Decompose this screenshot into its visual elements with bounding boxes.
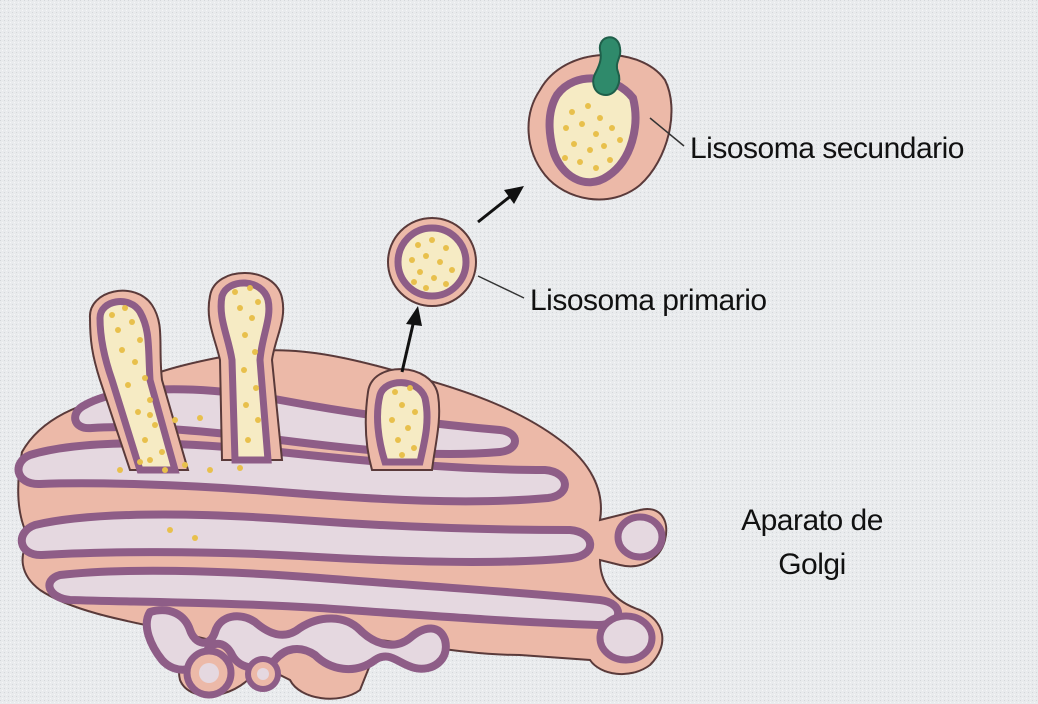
golgi-vesicle — [199, 663, 219, 683]
label-secondary-lysosome: Lisosoma secundario — [690, 132, 964, 165]
label-golgi-line1: Aparato de — [741, 504, 883, 537]
golgi-vesicle — [257, 668, 269, 680]
label-primary-lysosome: Lisosoma primario — [530, 284, 767, 317]
golgi-budding-vesicle-lumen — [378, 383, 428, 462]
primary-lysosome — [388, 218, 476, 306]
golgi-tube-opening — [600, 616, 652, 660]
label-golgi-line2: Golgi — [778, 548, 846, 581]
golgi-tube-opening — [618, 517, 662, 557]
